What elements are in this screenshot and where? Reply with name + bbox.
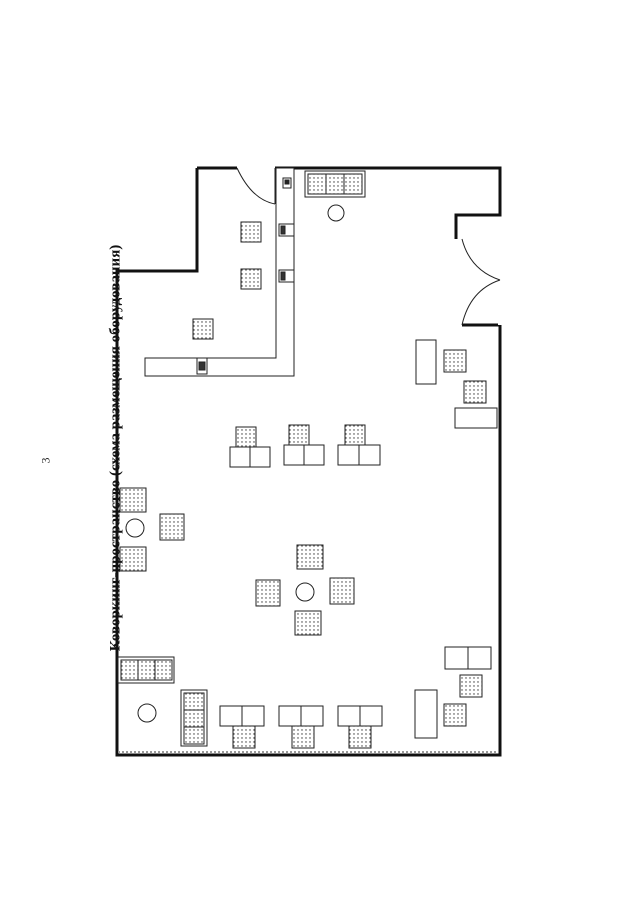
- door-right-double: [461, 238, 502, 326]
- door-top: [236, 166, 276, 205]
- wall-devices: [196, 177, 295, 375]
- desks: [219, 339, 498, 739]
- sofas: [117, 170, 366, 747]
- round-tables: [125, 204, 345, 723]
- partition-counter: [144, 167, 295, 377]
- armchairs: [119, 221, 487, 749]
